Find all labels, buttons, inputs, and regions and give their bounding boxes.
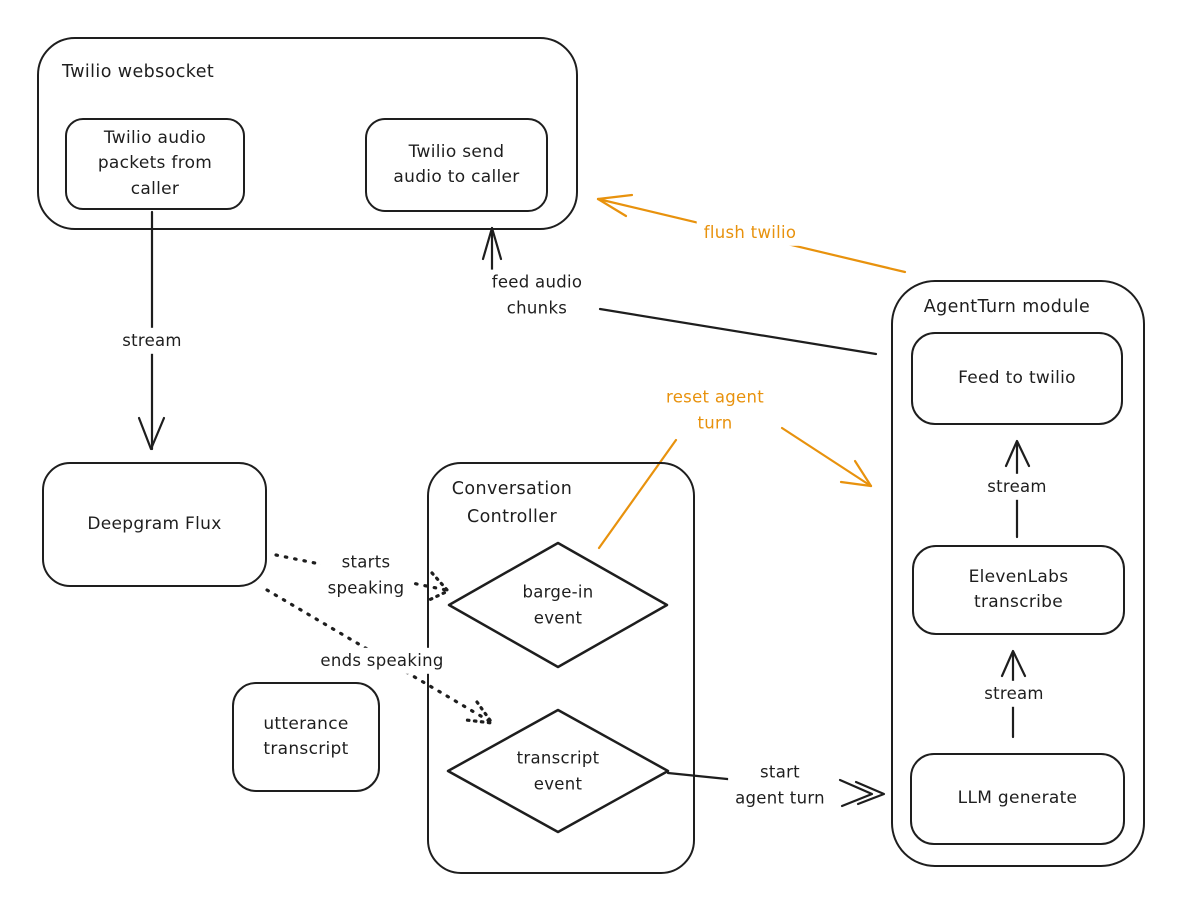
node-conversation-controller-label: Conversation Controller	[451, 479, 573, 527]
edge-label-ends-speaking: ends speaking	[313, 647, 451, 675]
node-feed-to-twilio: Feed to twilio	[911, 332, 1123, 425]
node-twilio-audio-packets: Twilio audio packets from caller	[65, 118, 245, 210]
node-llm-generate: LLM generate	[910, 753, 1125, 845]
node-twilio-audio-packets-label: Twilio audio packets from caller	[97, 127, 213, 199]
node-elevenlabs-transcribe: ElevenLabs transcribe	[912, 545, 1125, 635]
line-feed-chunks-to-agentturn	[598, 307, 878, 356]
node-twilio-send-audio-label: Twilio send audio to caller	[393, 141, 520, 188]
diamond-barge-in-event	[447, 541, 669, 669]
diamond-transcript-event	[446, 708, 670, 834]
arrowhead-start-agent-turn-inner	[854, 780, 886, 806]
node-agentturn-module-label: AgentTurn module	[923, 297, 1091, 317]
node-twilio-websocket	[37, 37, 578, 230]
edge-label-stream-transcribe-to-feed: stream	[980, 473, 1054, 501]
node-feed-to-twilio-label: Feed to twilio	[958, 367, 1076, 388]
arrowhead-ends-speaking	[464, 700, 494, 725]
node-twilio-send-audio: Twilio send audio to caller	[365, 118, 548, 212]
node-twilio-websocket-label: Twilio websocket	[62, 62, 215, 82]
edge-label-stream-llm-to-transcribe: stream	[977, 680, 1051, 708]
line-start-agent-turn	[666, 771, 739, 782]
node-transcript-event-label: transcript event	[516, 748, 600, 794]
node-deepgram-flux: Deepgram Flux	[42, 462, 267, 587]
arrowhead-stream-llm-to-transcribe	[1000, 649, 1027, 678]
node-agentturn-module	[891, 280, 1145, 867]
edge-label-feed-audio-chunks: feed audio chunks	[484, 269, 590, 323]
arrowhead-start-agent-turn-outer	[838, 778, 874, 808]
arrowhead-flush-twilio-b	[596, 197, 628, 218]
node-deepgram-flux-label: Deepgram Flux	[87, 513, 222, 534]
arrowhead-stream-transcribe-to-feed	[1004, 439, 1031, 468]
edge-label-flush-twilio: flush twilio	[696, 219, 804, 247]
node-utterance-transcript: utterance transcript	[232, 682, 380, 792]
arrowhead-starts-speaking	[425, 571, 450, 603]
arrowhead-flush-twilio-a	[596, 193, 634, 201]
arrowhead-reset-agent-turn-b	[853, 459, 873, 488]
arrow-reset-agent-turn-seg2	[780, 426, 873, 488]
arrowhead-stream-to-deepgram	[137, 416, 166, 451]
node-barge-in-event-label: barge-in event	[522, 582, 594, 628]
node-elevenlabs-transcribe-label: ElevenLabs transcribe	[968, 566, 1069, 613]
node-utterance-transcript-label: utterance transcript	[263, 713, 349, 760]
edge-label-reset-agent-turn: reset agent turn	[659, 384, 771, 438]
arrowhead-reset-agent-turn-a	[839, 480, 873, 488]
arrow-reset-agent-turn-seg1	[597, 438, 678, 550]
edge-label-stream-to-deepgram: stream	[115, 327, 189, 355]
node-llm-generate-label: LLM generate	[957, 788, 1078, 809]
edge-label-start-agent-turn: start agent turn	[728, 759, 832, 813]
edge-label-starts-speaking: starts speaking	[320, 549, 412, 603]
